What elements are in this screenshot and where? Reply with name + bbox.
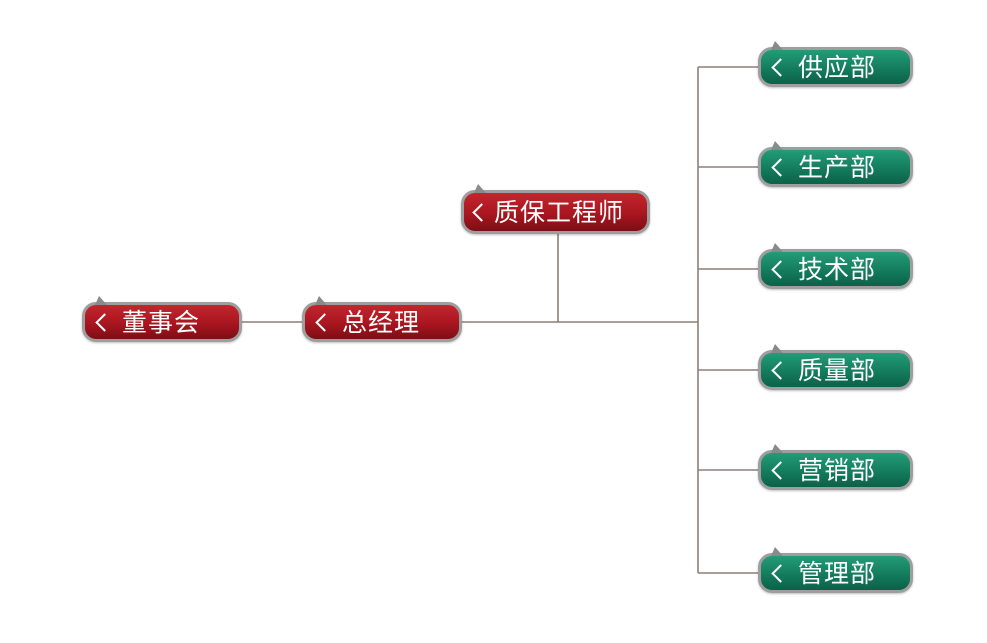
- node-department-marketing[interactable]: 营销部: [758, 444, 913, 490]
- chevron-left-icon: [771, 360, 790, 380]
- chevron-left-icon: [95, 312, 114, 332]
- node-flag-tab: [771, 444, 783, 453]
- node-department-label: 生产部: [798, 152, 877, 182]
- node-board-label: 董事会: [122, 307, 201, 337]
- node-board[interactable]: 董事会: [82, 296, 242, 342]
- node-department-label: 供应部: [798, 52, 877, 82]
- node-department-label: 质量部: [798, 355, 877, 385]
- node-department-production[interactable]: 生产部: [758, 141, 913, 187]
- chevron-left-icon: [315, 312, 334, 332]
- chevron-left-icon: [771, 259, 790, 279]
- chevron-left-icon: [771, 460, 790, 480]
- chevron-left-icon: [771, 57, 790, 77]
- node-department-management[interactable]: 管理部: [758, 547, 913, 593]
- node-flag-tab: [771, 41, 783, 50]
- chevron-left-icon: [472, 202, 491, 222]
- node-flag-tab: [315, 296, 327, 305]
- node-department-label: 营销部: [798, 455, 877, 485]
- chevron-left-icon: [771, 157, 790, 177]
- node-flag-tab: [771, 141, 783, 150]
- node-department-label: 管理部: [798, 558, 877, 588]
- node-general-manager-label: 总经理: [342, 307, 421, 337]
- node-qa-engineer-label: 质保工程师: [494, 197, 625, 227]
- node-flag-tab: [771, 243, 783, 252]
- node-department-label: 技术部: [798, 254, 877, 284]
- node-qa-engineer[interactable]: 质保工程师: [461, 184, 650, 234]
- node-department-supply[interactable]: 供应部: [758, 41, 913, 87]
- chevron-left-icon: [771, 563, 790, 583]
- node-department-technology[interactable]: 技术部: [758, 243, 913, 289]
- node-flag-tab: [771, 547, 783, 556]
- node-department-quality[interactable]: 质量部: [758, 344, 913, 390]
- node-flag-tab: [474, 184, 486, 193]
- node-general-manager[interactable]: 总经理: [302, 296, 462, 342]
- node-flag-tab: [771, 344, 783, 353]
- node-flag-tab: [95, 296, 107, 305]
